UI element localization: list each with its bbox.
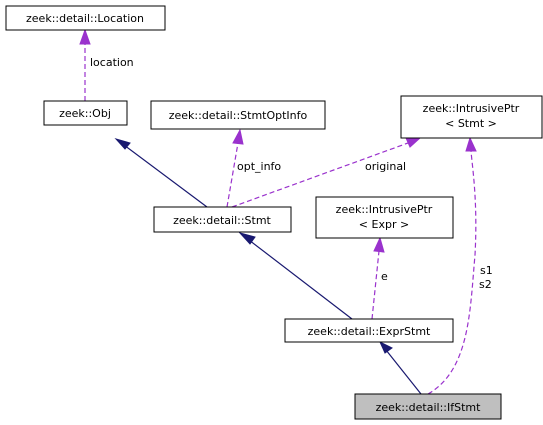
collaboration-arrowhead bbox=[232, 128, 244, 145]
inheritance-edges bbox=[114, 138, 422, 395]
class-node-location[interactable]: zeek::detail::Location bbox=[5, 5, 166, 31]
edge-e bbox=[371, 250, 380, 320]
edge-labels: location opt_info original e s1 s2 bbox=[90, 56, 493, 291]
class-node-expr-stmt[interactable]: zeek::detail::ExprStmt bbox=[284, 318, 454, 343]
class-node-intrusive-ptr-stmt[interactable]: zeek::IntrusivePtr < Stmt > bbox=[400, 95, 543, 139]
edge-label-s2: s2 bbox=[479, 278, 492, 291]
edge-original bbox=[231, 142, 409, 208]
class-name-line-2: < Expr > bbox=[359, 218, 409, 231]
class-node-if-stmt[interactable]: zeek::detail::IfStmt bbox=[354, 393, 502, 420]
edge-label-location: location bbox=[90, 56, 134, 69]
edge-label-s1: s1 bbox=[480, 264, 493, 277]
class-node-stmt-opt-info[interactable]: zeek::detail::StmtOptInfo bbox=[150, 100, 326, 130]
class-name-line-1: zeek::IntrusivePtr bbox=[423, 102, 520, 115]
collaboration-edges bbox=[79, 28, 477, 395]
class-name: zeek::detail::Location bbox=[26, 12, 144, 25]
inheritance-arrowhead bbox=[378, 340, 393, 354]
inheritance-arrowhead bbox=[114, 138, 131, 150]
collaboration-arrowhead bbox=[405, 137, 422, 148]
collaboration-arrowhead bbox=[79, 28, 91, 45]
inheritance-arrowhead bbox=[238, 232, 256, 245]
edge-exprstmt-to-stmt bbox=[248, 239, 353, 320]
collaboration-arrowhead bbox=[465, 136, 477, 152]
class-name: zeek::detail::StmtOptInfo bbox=[169, 109, 308, 122]
edge-label-e: e bbox=[381, 270, 388, 283]
class-name-line-2: < Stmt > bbox=[445, 117, 497, 130]
edge-stmt-to-obj bbox=[123, 144, 208, 208]
class-node-intrusive-ptr-expr[interactable]: zeek::IntrusivePtr < Expr > bbox=[315, 196, 454, 239]
edge-opt-info bbox=[226, 142, 239, 208]
class-name: zeek::detail::ExprStmt bbox=[308, 325, 431, 338]
class-name-line-1: zeek::IntrusivePtr bbox=[336, 203, 433, 216]
class-name: zeek::detail::IfStmt bbox=[376, 401, 482, 414]
edge-ifstmt-to-exprstmt bbox=[385, 349, 422, 395]
class-node-stmt[interactable]: zeek::detail::Stmt bbox=[153, 206, 292, 233]
edge-label-original: original bbox=[365, 160, 406, 173]
collaboration-arrowhead bbox=[373, 236, 385, 253]
class-name: zeek::Obj bbox=[59, 107, 111, 120]
class-node-obj[interactable]: zeek::Obj bbox=[43, 100, 128, 126]
edge-label-opt-info: opt_info bbox=[237, 160, 281, 173]
edge-s1-s2 bbox=[427, 150, 477, 395]
class-name: zeek::detail::Stmt bbox=[173, 214, 271, 227]
